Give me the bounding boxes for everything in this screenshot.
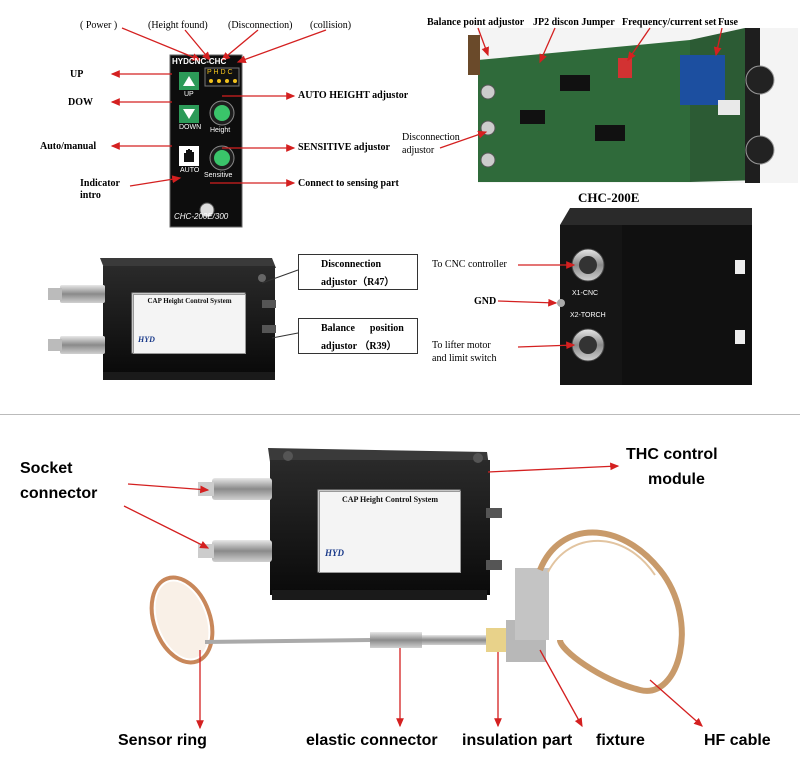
callout2-line1: Balance position [321, 323, 404, 334]
panel-up-text: UP [184, 91, 194, 98]
panel-down-text: DOWN [179, 124, 202, 131]
thc-module-label-line2: module [648, 471, 705, 488]
small-sticker-title: CAP Height Control System [147, 297, 232, 305]
balance-point-adjustor-label: Balance point adjustor [427, 17, 525, 28]
fixture-label: fixture [596, 732, 645, 749]
transformer [680, 55, 725, 105]
x2-torch-port-label: X2-TORCH [570, 312, 606, 319]
jp2-jumper-label: JP2 discon Jumper [533, 17, 615, 28]
sensing-part-label: Connect to sensing part [298, 178, 399, 189]
callout-arrows [110, 27, 723, 730]
controller-panel [169, 54, 243, 228]
callout1-line1: Disconnection [321, 259, 381, 270]
collision-indicator-label: (collision) [310, 20, 352, 31]
section-divider [0, 414, 800, 415]
disconnection-led [225, 79, 229, 83]
lifter-motor-label-line1: To lifter motor [432, 340, 491, 351]
height-found-led [217, 79, 221, 83]
balance-position-callout: Balance position adjustor （R39） [298, 318, 418, 354]
panel-sensitive-text: Sensitive [204, 172, 233, 179]
height-found-indicator-label: (Height found) [148, 20, 208, 31]
board-photo [468, 28, 798, 183]
sensor-assembly [149, 529, 685, 694]
small-box-sticker: CAP Height Control System HYD [133, 294, 246, 354]
to-cnc-controller-label: To CNC controller [432, 259, 507, 270]
callout2-line2: adjustor （R39） [321, 341, 397, 352]
disconnection-indicator-label: (Disconnection) [228, 20, 293, 31]
disconnection-adjustor-callout: Disconnection adjustor（R47） [298, 254, 418, 290]
auto-height-adjustor-label: AUTO HEIGHT adjustor [298, 90, 409, 101]
power-indicator-label: ( Power ) [80, 20, 118, 31]
panel-height-text: Height [210, 127, 231, 134]
indicator-intro-label-line2: intro [80, 190, 101, 201]
down-label: DOW [68, 97, 93, 108]
panel-model-text: CHC-200E/300 [174, 212, 229, 221]
control-box-side [557, 208, 752, 385]
fuse-label: Fuse [718, 17, 738, 28]
auto-manual-label: Auto/manual [40, 141, 97, 152]
collision-led [233, 79, 237, 83]
assembly-box-sticker: CAP Height Control System HYD [319, 491, 461, 573]
up-label: UP [70, 69, 84, 80]
x1-cnc-port-label: X1-CNC [572, 290, 599, 297]
socket-connector-label-line1: Socket [20, 460, 73, 477]
board-disconnection-label-line2: adjustor [402, 145, 435, 156]
gnd-label: GND [474, 296, 497, 307]
indicator-intro-label-line1: Indicator [80, 178, 120, 189]
sensor-ring-label: Sensor ring [118, 732, 207, 749]
frequency-current-label: Frequency/current set [622, 17, 717, 28]
assembly-sticker-title: CAP Height Control System [341, 495, 439, 504]
panel-brand: HYDCNC-CHC [172, 57, 227, 66]
lifter-motor-label-line2: and limit switch [432, 353, 497, 364]
insulation-part-label: insulation part [462, 732, 573, 749]
small-sticker-brand: HYD [138, 335, 155, 344]
power-led [209, 79, 213, 83]
board-disconnection-label-line1: Disconnection [402, 132, 460, 143]
elastic-connector-label: elastic connector [306, 732, 438, 749]
callout1-line2: adjustor（R47） [321, 277, 395, 288]
hf-cable-label: HF cable [704, 732, 771, 749]
socket-connector-label-line2: connector [20, 485, 98, 502]
assembly-sticker-brand: HYD [325, 548, 344, 558]
panel-auto-text: AUTO [180, 167, 200, 174]
panel-led-letters: P H D C [207, 69, 233, 76]
sensitive-adjustor-label: SENSITIVE adjustor [298, 142, 390, 153]
thc-module-label-line1: THC control [626, 446, 718, 463]
board-title: CHC-200E [578, 190, 640, 205]
